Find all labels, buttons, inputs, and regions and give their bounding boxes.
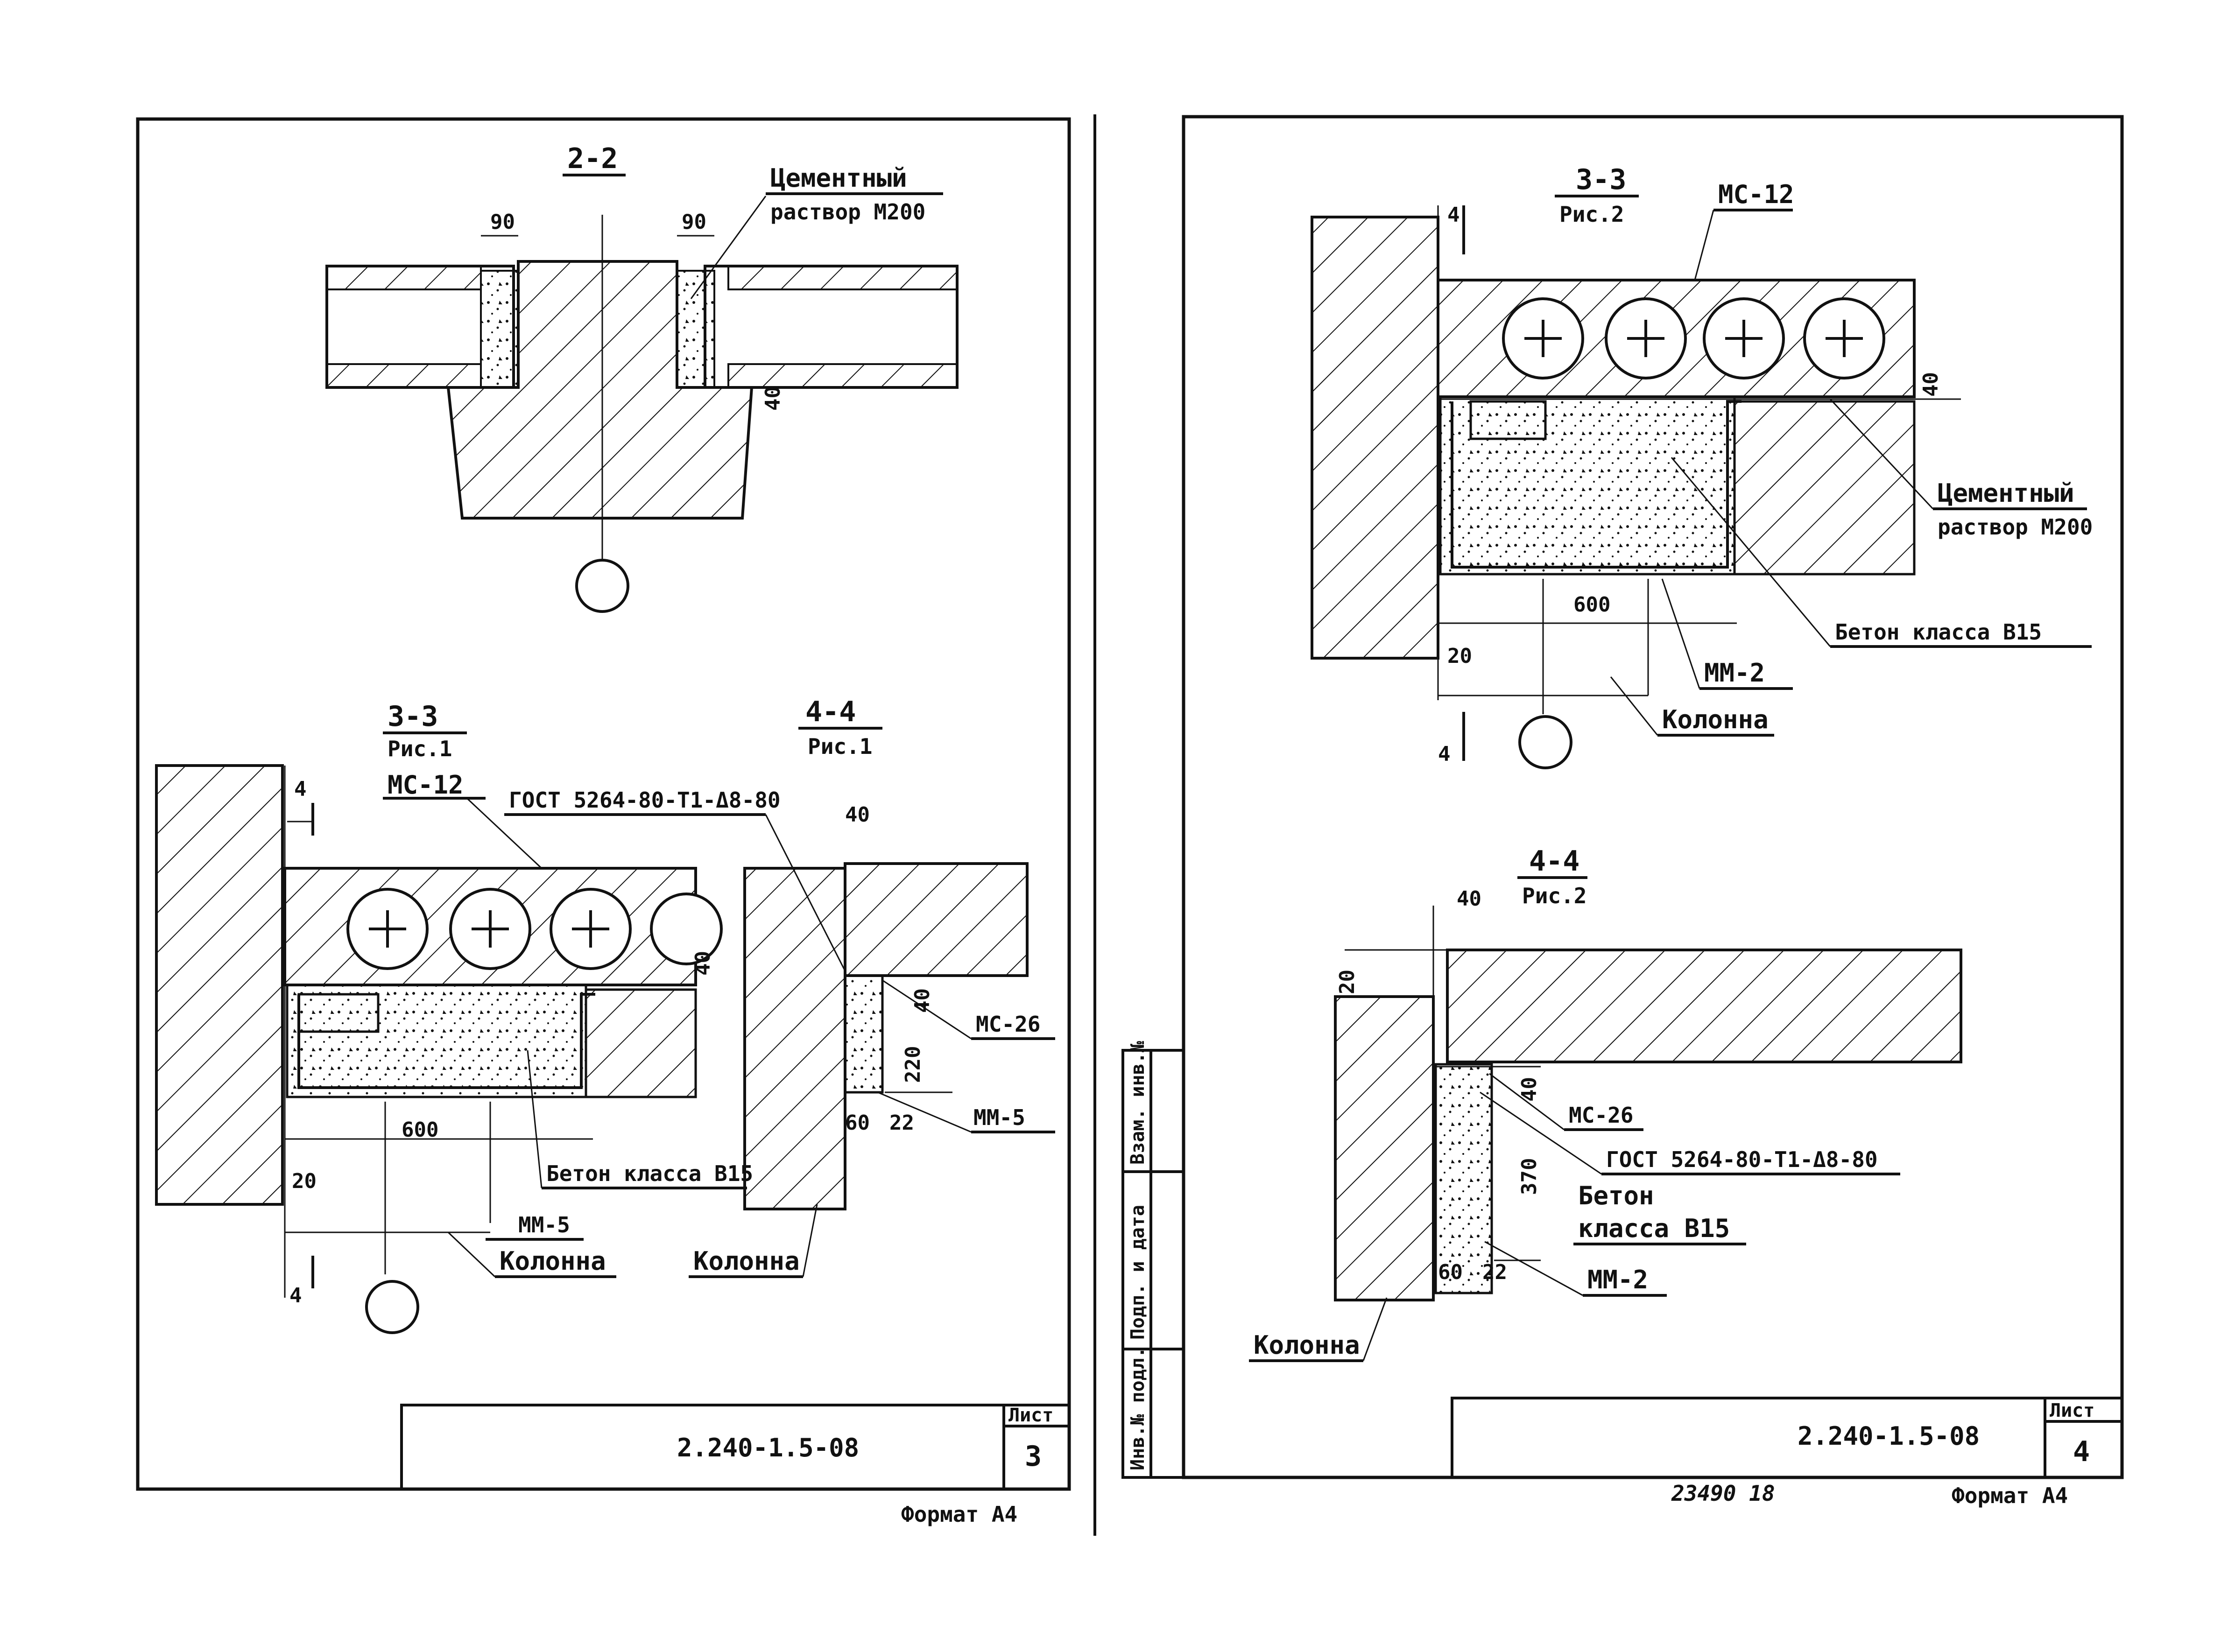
stamp-column: Инв.№ подл. Подп. и дата Взам. инв.№ — [1121, 1041, 1185, 1479]
sheet-3: 2-2 90 90 40 Цементный раствор М200 — [136, 117, 1071, 1527]
s4-beton-line2: класса В15 — [1578, 1214, 1730, 1243]
cement-label-line1: Цементный — [770, 163, 907, 193]
s4-dim-370: 370 — [1517, 1158, 1541, 1195]
mark-4-bottom: 4 — [289, 1284, 302, 1308]
s4-section-3-3-sub: Рис.2 — [1559, 202, 1624, 227]
s4-gost-label: ГОСТ 5264-80-Т1-Δ8-80 — [1606, 1147, 1878, 1172]
list-num-3: 3 — [1025, 1440, 1042, 1473]
dim-220: 220 — [901, 1046, 925, 1083]
s4-dim-22: 22 — [1482, 1260, 1507, 1284]
mark-4-top: 4 — [294, 777, 307, 801]
s4-kolonna-label-1: Колонна — [1662, 705, 1769, 734]
mc26-label: МС-26 — [976, 1012, 1040, 1037]
dim-90-right: 90 — [682, 210, 706, 234]
kolonna-label-1: Колонна — [500, 1246, 606, 1276]
s4-section-3-3-title: 3-3 — [1576, 163, 1626, 196]
section-2-2: 2-2 90 90 40 Цементный раствор М200 — [325, 142, 959, 613]
mc12-label: МС-12 — [388, 770, 464, 800]
sheet-code-3: 2.240-1.5-08 — [677, 1433, 859, 1462]
format-3: Формат А4 — [901, 1502, 1017, 1527]
s4-mm2-label: ММ-2 — [1704, 658, 1765, 688]
title-block-3: 2.240-1.5-08 Лист 3 Формат А4 — [400, 1404, 1071, 1527]
s4-beton-line1: Бетон — [1578, 1181, 1654, 1210]
s4-dim-40: 40 — [1919, 372, 1943, 397]
format-4: Формат А4 — [1952, 1483, 2068, 1508]
dim-20: 20 — [292, 1169, 317, 1193]
list-label-3: Лист — [1008, 1405, 1053, 1426]
mm5-right-label: ММ-5 — [973, 1105, 1025, 1130]
title-block-4: 2.240-1.5-08 Лист 4 23490 18 Формат А4 — [1451, 1397, 2123, 1508]
section-3-3-fig2: 3-3 Рис.2 МС-12 4 40 — [1311, 163, 2093, 769]
section-2-2-title: 2-2 — [567, 142, 618, 175]
section-4-4-fig1: 4-4 Рис.1 40 40 220 60 22 МС-26 ММ-5 Кол… — [689, 696, 1055, 1278]
list-label-4: Лист — [2050, 1400, 2094, 1421]
s4-mark-4-bottom: 4 — [1438, 742, 1451, 766]
s4-mm2-b-label: ММ-2 — [1587, 1265, 1648, 1294]
dim-40: 40 — [761, 386, 785, 411]
list-num-4: 4 — [2073, 1435, 2090, 1468]
section-3-3-fig1: 3-3 Рис.1 МС-12 ГОСТ 5264-80-Т1-Δ8-80 4 — [155, 700, 846, 1334]
s4-dim-20: 20 — [1447, 644, 1472, 668]
kolonna-label-2: Колонна — [693, 1246, 800, 1276]
gost-label: ГОСТ 5264-80-Т1-Δ8-80 — [509, 787, 781, 813]
s4-kolonna-label-2: Колонна — [1254, 1330, 1360, 1360]
s4-cement-line2: раствор М200 — [1938, 514, 2093, 540]
s4-dim-60: 60 — [1438, 1260, 1463, 1284]
s4-section-4-4-sub: Рис.2 — [1522, 883, 1586, 908]
s4-mc26-label: МС-26 — [1569, 1103, 1633, 1128]
beton-label: Бетон класса В15 — [546, 1161, 753, 1186]
s4-section-4-4-title: 4-4 — [1529, 845, 1579, 878]
dim-40-b: 40 — [691, 951, 715, 976]
section-3-3-sub: Рис.1 — [388, 736, 452, 761]
s4-cement-line1: Цементный — [1938, 478, 2074, 508]
stamp-vzam-inv: Взам. инв.№ — [1127, 1041, 1149, 1165]
cement-label-line2: раствор М200 — [770, 199, 925, 225]
s4-dim-20-b: 20 — [1335, 970, 1359, 994]
s4-beton-label: Бетон класса В15 — [1835, 619, 2042, 645]
sheet-code-4: 2.240-1.5-08 — [1798, 1421, 1980, 1451]
stamp-podp-data: Подп. и дата — [1127, 1205, 1149, 1340]
dim-90-left: 90 — [490, 210, 515, 234]
section-4-4-sub: Рис.1 — [808, 734, 872, 759]
stamp-inv-podl: Инв.№ подл. — [1127, 1347, 1149, 1470]
dim-40-c: 40 — [845, 803, 870, 827]
section-3-3-title: 3-3 — [388, 700, 438, 733]
section-4-4-fig2: 4-4 Рис.2 40 20 40 370 МС-26 ГОСТ 5264-8… — [1249, 845, 1962, 1362]
mm5-label: ММ-5 — [518, 1212, 570, 1237]
section-4-4-title: 4-4 — [805, 696, 856, 728]
handwritten-number: 23490 18 — [1671, 1481, 1775, 1506]
s4-dim-600: 600 — [1573, 593, 1610, 617]
s4-mc12-label: МС-12 — [1718, 180, 1794, 209]
s4-dim-40-b: 40 — [1457, 887, 1481, 911]
sheet-4: 3-3 Рис.2 МС-12 4 40 — [1121, 115, 2124, 1508]
s4-mark-4-top: 4 — [1447, 203, 1460, 227]
dim-22: 22 — [889, 1111, 914, 1135]
dim-60: 60 — [845, 1111, 870, 1135]
dim-600: 600 — [402, 1118, 438, 1142]
